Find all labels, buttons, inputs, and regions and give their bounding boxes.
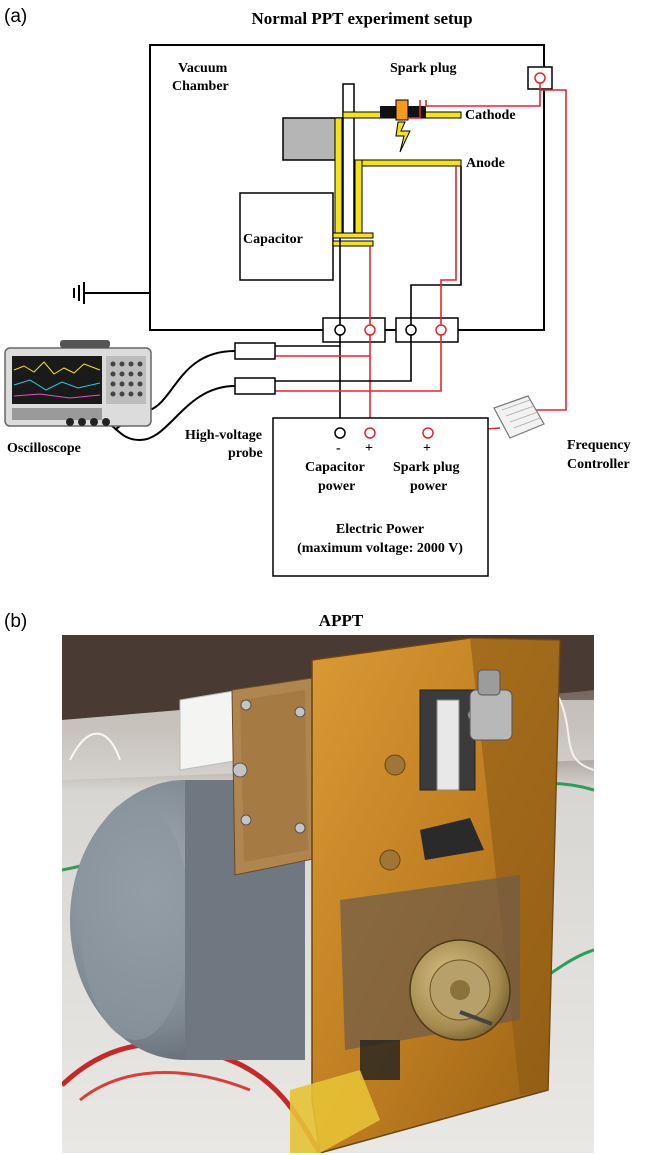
electric-power-label-1: Electric Power [336,522,424,537]
spark-plug-label: Spark plug [390,61,457,76]
electric-power-box [272,417,489,577]
frequency-label-1: Frequency [567,438,631,453]
wires-red-inner [369,83,541,325]
electric-power-label-2: (maximum voltage: 2000 V) [297,541,463,556]
ground-symbol [73,282,150,304]
frequency-label-2: Controller [567,457,630,472]
gray-block [282,117,344,161]
plus-sign-spark: + [423,441,431,456]
cathode-label: Cathode [465,108,516,123]
capacitor-label: Capacitor [243,232,303,247]
insulator-rod [342,83,355,235]
spark-plug [380,99,426,153]
capacitor-box [239,192,334,281]
panel-b-label: (b) [4,611,27,632]
minus-sign: - [336,441,341,456]
spark-power-label-2: power [410,479,447,494]
probe-label-1: High-voltage [185,428,262,443]
panel-a-label: (a) [4,6,27,27]
vacuum-chamber-label-1: Vacuum [178,61,228,76]
connector-left [322,317,386,343]
probe-label-2: probe [228,446,263,461]
cap-minus-terminal [334,427,346,439]
spark-power-label-1: Spark plug [393,460,460,475]
probe-top [234,342,276,360]
wires-black-inner [339,166,462,325]
anode-label: Anode [466,156,505,171]
oscilloscope-label: Oscilloscope [7,441,81,456]
spark-plus-terminal [422,427,434,439]
panel-b-title: APPT [319,611,364,630]
plus-sign-cap: + [365,441,373,456]
cap-power-label-2: power [318,479,355,494]
spark-icon [395,121,411,153]
oscilloscope [4,340,152,427]
connector-top-right [527,66,553,90]
connector-right [395,317,459,343]
appt-photo [62,635,594,1153]
cap-plus-terminal [364,427,376,439]
frequency-controller-icon [493,395,545,439]
panel-a-title: Normal PPT experiment setup [251,9,472,28]
cap-power-label-1: Capacitor [305,460,365,475]
vacuum-chamber-label-2: Chamber [172,79,229,94]
probe-bottom [234,377,276,395]
